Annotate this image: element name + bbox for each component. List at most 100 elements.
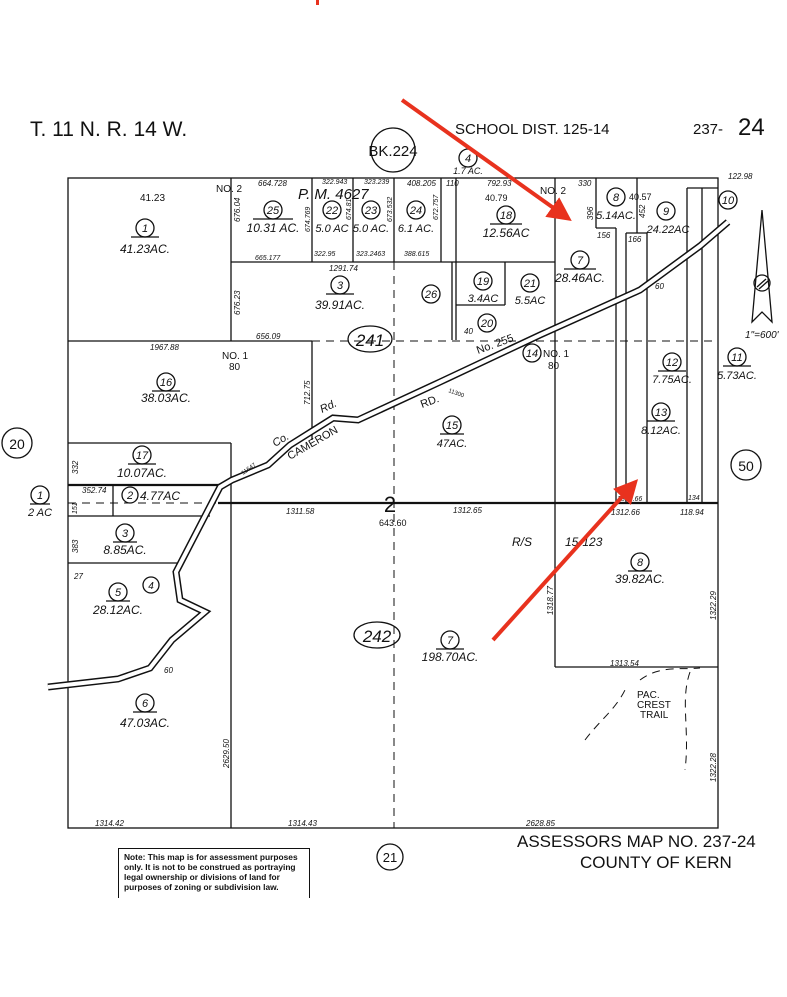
parcel-15: 15 47AC. <box>437 415 468 450</box>
svg-text:242: 242 <box>362 627 392 646</box>
svg-text:1312.65: 1312.65 <box>453 506 482 515</box>
svg-text:1312.66: 1312.66 <box>611 508 640 517</box>
svg-text:PAC.: PAC. <box>637 690 660 701</box>
svg-text:20: 20 <box>9 436 25 452</box>
svg-text:10: 10 <box>722 195 735 207</box>
svg-text:80: 80 <box>548 361 560 372</box>
assessors-map-title: ASSESSORS MAP NO. 237-24 <box>517 832 756 851</box>
svg-text:22: 22 <box>325 205 338 217</box>
svg-text:27: 27 <box>73 572 83 581</box>
parcel-3-left: 38.85AC. <box>103 523 147 557</box>
svg-text:8: 8 <box>637 557 644 569</box>
svg-text:TRAIL: TRAIL <box>640 710 669 721</box>
svg-text:60: 60 <box>655 282 664 291</box>
svg-text:330: 330 <box>578 179 592 188</box>
map-labels: NO. 2 NO. 2 P. M. 4627 NO. 1 80 NO. 1 80… <box>216 184 780 721</box>
svg-text:17: 17 <box>136 450 149 462</box>
svg-text:10.31 AC.: 10.31 AC. <box>247 221 300 235</box>
svg-text:60: 60 <box>164 666 173 675</box>
svg-text:28.12AC.: 28.12AC. <box>92 603 143 617</box>
svg-text:118.94: 118.94 <box>680 508 704 517</box>
red-arrow-icon <box>491 479 639 642</box>
parcel-13: 138.12AC. <box>641 402 681 437</box>
svg-text:8.12AC.: 8.12AC. <box>641 425 681 437</box>
scale-label: 1"=600' <box>745 330 780 341</box>
svg-text:38.03AC.: 38.03AC. <box>141 391 191 405</box>
svg-text:2629.50: 2629.50 <box>222 739 231 769</box>
svg-text:Rd.: Rd. <box>318 398 339 416</box>
parcel-23: 235.0 AC. <box>353 200 389 235</box>
svg-text:1322.28: 1322.28 <box>709 753 718 782</box>
svg-text:712.75: 712.75 <box>303 380 312 405</box>
svg-text:47AC.: 47AC. <box>437 438 468 450</box>
red-mark <box>316 0 319 5</box>
school-district: SCHOOL DIST. 125-14 <box>455 121 610 138</box>
adjacent-21: 21 <box>376 843 404 871</box>
svg-text:396: 396 <box>586 206 595 220</box>
svg-text:1: 1 <box>142 223 148 235</box>
svg-text:RD.: RD. <box>419 393 441 411</box>
parcel-3-top: 339.91AC. <box>315 275 365 312</box>
svg-text:47.03AC.: 47.03AC. <box>120 716 170 730</box>
svg-text:R/S: R/S <box>512 535 532 549</box>
red-arrow-icon <box>400 98 572 221</box>
svg-text:40.79: 40.79 <box>485 193 508 203</box>
svg-text:8: 8 <box>613 192 620 204</box>
svg-text:4: 4 <box>465 153 471 165</box>
svg-text:3: 3 <box>122 528 129 540</box>
parcel-20: 20 <box>477 313 497 333</box>
svg-text:5.73AC.: 5.73AC. <box>717 370 757 382</box>
svg-text:408.205: 408.205 <box>407 179 436 188</box>
parcel-6: 647.03AC. <box>120 693 170 730</box>
svg-text:323.2463: 323.2463 <box>356 251 385 258</box>
svg-text:40.57: 40.57 <box>629 192 652 202</box>
svg-text:673.532: 673.532 <box>387 197 394 222</box>
svg-text:BK.224: BK.224 <box>368 143 417 160</box>
svg-text:665.177: 665.177 <box>255 255 281 262</box>
parcel-9: 9 24.22AC <box>646 201 690 236</box>
svg-text:19: 19 <box>477 276 489 288</box>
parcel-21: 215.5AC <box>515 273 545 307</box>
svg-text:676.23: 676.23 <box>233 290 242 315</box>
svg-text:80: 80 <box>229 362 241 373</box>
north-arrow-icon <box>751 209 773 324</box>
parcel-lines <box>67 177 719 829</box>
svg-text:1: 1 <box>37 490 43 502</box>
svg-text:15: 15 <box>446 420 459 432</box>
svg-text:643.60: 643.60 <box>379 518 407 528</box>
svg-text:12.56AC: 12.56AC <box>483 226 530 240</box>
parcel-17: 17 10.07AC. <box>117 445 167 480</box>
svg-text:322.943: 322.943 <box>322 179 347 186</box>
disclaimer-note: Note: This map is for assessment purpose… <box>118 848 310 898</box>
svg-text:14: 14 <box>526 348 538 360</box>
svg-text:332: 332 <box>71 460 80 474</box>
svg-text:5.0 AC: 5.0 AC <box>315 223 348 235</box>
svg-text:3: 3 <box>337 280 344 292</box>
svg-text:24.22AC: 24.22AC <box>646 224 690 236</box>
map-page: 24 <box>738 114 765 141</box>
svg-text:41.23: 41.23 <box>140 193 165 204</box>
svg-text:110: 110 <box>446 179 459 188</box>
svg-text:26: 26 <box>424 289 438 301</box>
book-badge: BK.224 <box>368 127 418 173</box>
svg-text:25: 25 <box>266 205 280 217</box>
svg-text:16: 16 <box>160 377 173 389</box>
svg-text:198.70AC.: 198.70AC. <box>422 650 479 664</box>
svg-text:P. M. 4627: P. M. 4627 <box>298 186 369 203</box>
pacific-crest-trail <box>584 667 701 771</box>
svg-text:NO. 2: NO. 2 <box>540 186 567 197</box>
parcel-1: 141.23AC. <box>120 218 170 256</box>
parcel-11: 115.73AC. <box>717 347 757 382</box>
svg-text:12: 12 <box>666 357 678 369</box>
svg-text:134: 134 <box>688 495 700 502</box>
svg-text:9: 9 <box>663 206 669 218</box>
parcel-5: 528.12AC. <box>92 582 143 617</box>
svg-text:10.07AC.: 10.07AC. <box>117 466 167 480</box>
parcel-16: 16 38.03AC. <box>141 372 191 405</box>
svg-text:24: 24 <box>409 205 422 217</box>
county-label: COUNTY OF KERN <box>580 853 732 872</box>
svg-text:1967.88: 1967.88 <box>150 343 179 352</box>
svg-text:5.0 AC.: 5.0 AC. <box>353 223 389 235</box>
